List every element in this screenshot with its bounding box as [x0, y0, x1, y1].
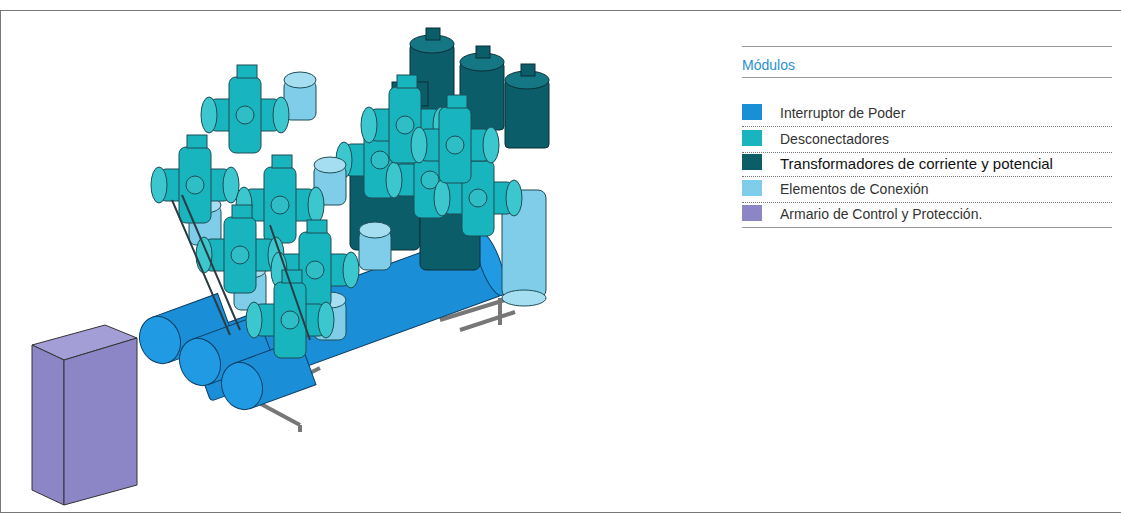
legend-text: Interruptor de Poder — [780, 105, 905, 121]
legend-row: Elementos de Conexión — [742, 179, 1112, 203]
legend-swatch — [742, 205, 762, 221]
legend-row: Armario de Control y Protección. — [742, 204, 1112, 228]
legend-text: Armario de Control y Protección. — [780, 206, 982, 222]
legend-text: Desconectadores — [780, 131, 889, 147]
legend-swatch — [742, 154, 762, 170]
legend-swatch — [742, 130, 762, 146]
legend-text: Elementos de Conexión — [780, 181, 929, 197]
legend-heading: Módulos — [742, 57, 795, 73]
legend-row: Transformadores de corriente y potencial — [742, 153, 1112, 177]
legend-swatch — [742, 104, 762, 120]
legend-swatch — [742, 180, 762, 196]
legend-text: Transformadores de corriente y potencial — [780, 155, 1053, 172]
legend-row: Interruptor de Poder — [742, 103, 1112, 127]
legend-row: Desconectadores — [742, 129, 1112, 153]
